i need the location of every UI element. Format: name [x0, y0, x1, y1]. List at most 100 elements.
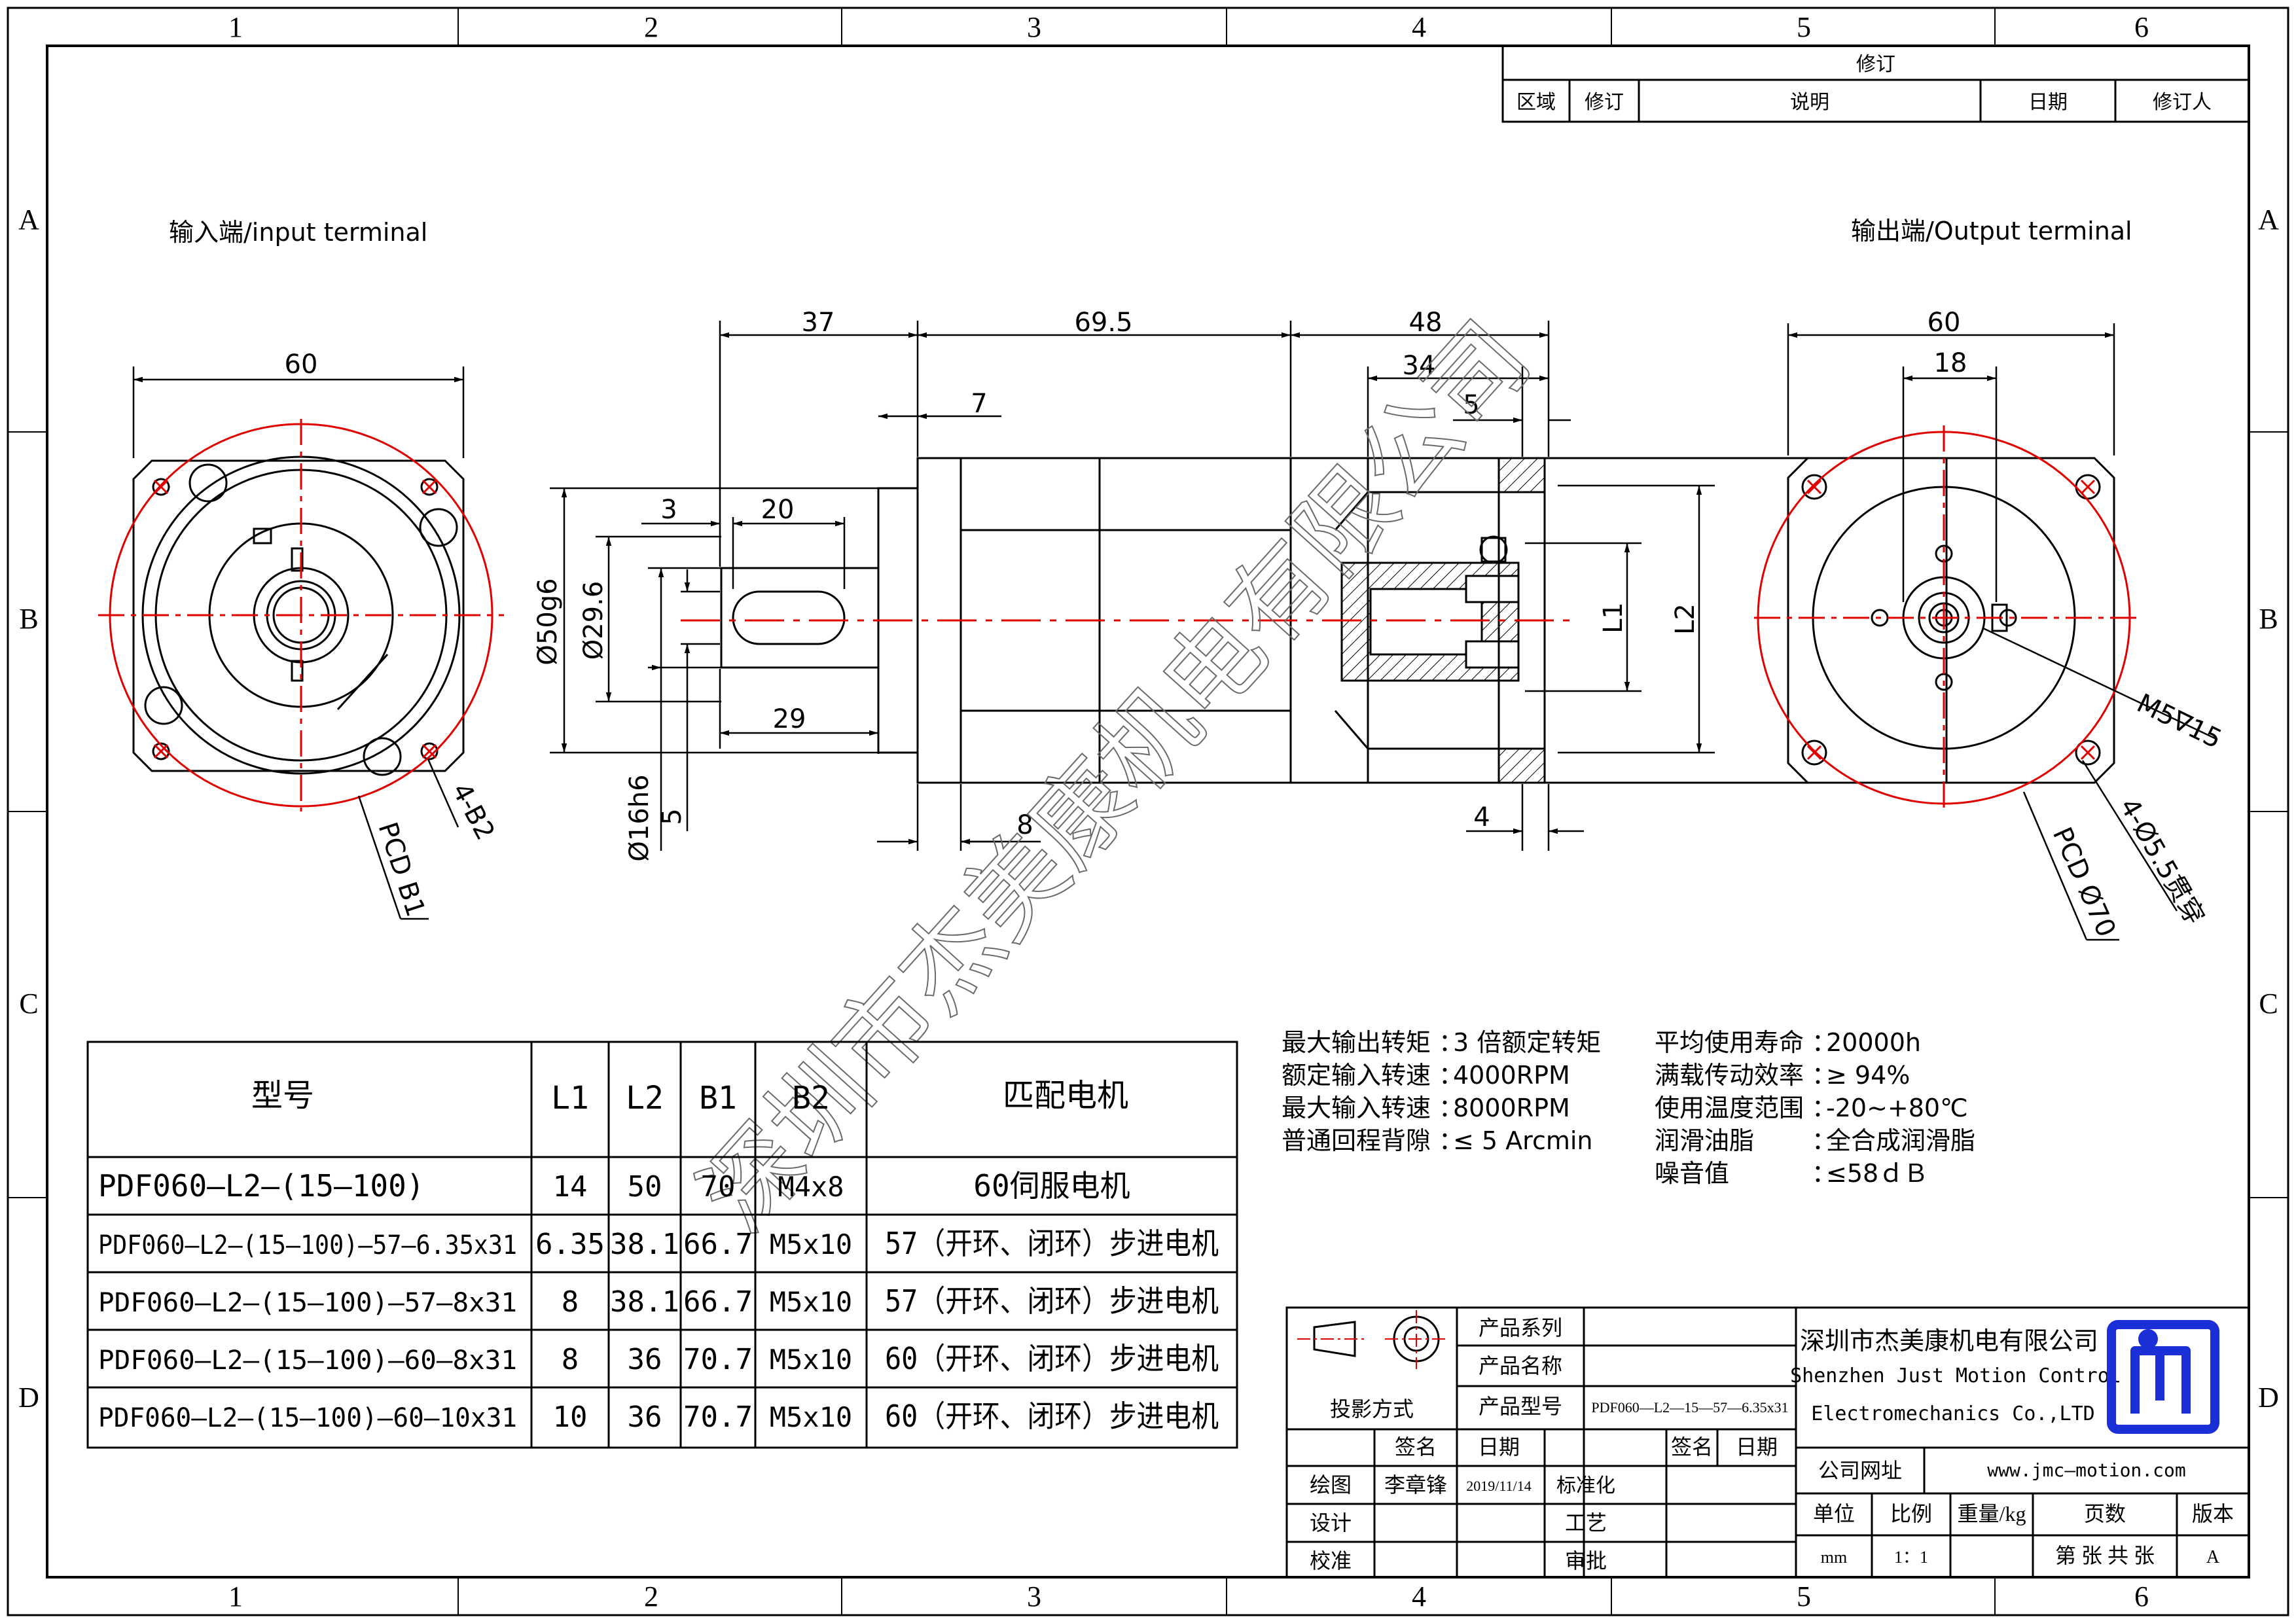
dim-input-pcd: PCD B1 [372, 819, 431, 920]
table-cell: 38.1 [610, 1285, 679, 1319]
spec-value: ≤ 5 Arcmin [1453, 1126, 1593, 1155]
dim-input-width: 60 [285, 349, 318, 380]
table-cell: M5x10 [770, 1344, 852, 1376]
projection-centerlines [1297, 1310, 1448, 1369]
series-label: 产品系列 [1479, 1316, 1562, 1340]
pages-label: 页数 [2084, 1502, 2126, 1525]
table-cell: 60（开环、闭环）步进电机 [885, 1341, 1219, 1376]
table-cell: PDF060—L2—(15—100)—57—6.35x31 [98, 1230, 517, 1260]
dim-input-holes: 4-B2 [446, 778, 501, 845]
sign-header-2: 签名 [1671, 1435, 1713, 1459]
table-cell: 57（开环、闭环）步进电机 [885, 1226, 1219, 1261]
table-cell: 70.7 [683, 1343, 753, 1376]
spec-colon: ： [1439, 1028, 1463, 1057]
table-cell: 66.7 [683, 1285, 753, 1319]
dim-4: 4 [1473, 802, 1490, 832]
col-label: 5 [1797, 1580, 1811, 1613]
table-cell: M5x10 [770, 1228, 852, 1260]
dim-phi50: Ø50g6 [533, 578, 563, 665]
table-cell: PDF060—L2—(15—100)—60—8x31 [98, 1346, 517, 1376]
col-label: 3 [1027, 11, 1041, 43]
website-label: 公司网址 [1818, 1459, 1902, 1482]
table-cell: M5x10 [770, 1401, 852, 1433]
table-cell: 50 [628, 1170, 662, 1204]
dim-29: 29 [773, 704, 806, 734]
spec-colon: ： [1439, 1094, 1463, 1122]
table-cell: 60伺服电机 [973, 1168, 1130, 1204]
dim-34: 34 [1403, 351, 1436, 381]
table-cell: 70 [701, 1170, 736, 1204]
table-cell: 6.35 [535, 1228, 605, 1261]
revision-date: 日期 [2028, 91, 2068, 114]
company-block: 深圳市杰美康机电有限公司 Shenzhen Just Motion Contro… [1790, 1328, 2121, 1425]
spec-value: 4000RPM [1453, 1061, 1570, 1090]
date-header: 日期 [1478, 1435, 1520, 1459]
model-table-headers: 型号 L1 L2 B1 B2 匹配电机 [251, 1077, 1128, 1116]
dim-L2: L2 [1670, 603, 1700, 635]
model-value: PDF060—L2—15—57—6.35x31 [1591, 1399, 1788, 1416]
col-header-L2: L2 [626, 1080, 664, 1116]
draw-label: 绘图 [1310, 1473, 1352, 1497]
dim-20: 20 [761, 495, 795, 525]
spec-list: 最大输出转矩：3 倍额定转矩额定输入转速：4000RPM最大输入转速：8000R… [1282, 1028, 1975, 1188]
spec-colon: ： [1812, 1028, 1837, 1057]
revision-table: 修订 区域 修订 说明 日期 修订人 [1501, 45, 2250, 123]
row-label: A [18, 204, 39, 236]
spec-key: 噪音值 [1655, 1159, 1729, 1188]
spec-key: 润滑油脂 [1655, 1126, 1754, 1155]
table-cell: 10 [553, 1400, 588, 1434]
spec-colon: ： [1812, 1159, 1837, 1188]
revision-reviser: 修订人 [2153, 91, 2212, 114]
dim-8: 8 [1016, 810, 1033, 840]
col-label: 4 [1412, 11, 1426, 43]
spec-colon: ： [1812, 1126, 1837, 1155]
input-dims [132, 366, 465, 920]
side-view [720, 457, 1948, 784]
dim-output-holes: 4-Ø5.5贯穿 [2113, 793, 2210, 930]
spec-value: 3 倍额定转矩 [1453, 1028, 1601, 1057]
dim-7: 7 [971, 389, 987, 419]
border-labels: 1 2 3 4 5 6 1 2 3 4 5 6 A B C D A B C D [18, 11, 2279, 1613]
dim-48: 48 [1409, 308, 1443, 338]
col-header-motor: 匹配电机 [1003, 1077, 1128, 1114]
dim-69-5: 69.5 [1074, 308, 1132, 338]
title-block-text: 投影方式 产品系列 产品名称 产品型号 PDF060—L2—15—57—6.35… [1310, 1316, 2234, 1573]
unit-value: mm [1821, 1548, 1847, 1567]
spec-value: 8000RPM [1453, 1094, 1570, 1122]
side-dims [550, 321, 1715, 851]
col-header-B1: B1 [699, 1080, 737, 1116]
spec-value: ≤58ｄＢ [1826, 1159, 1928, 1188]
model-table-grid [86, 1041, 1238, 1449]
sign-header: 签名 [1395, 1435, 1437, 1459]
dim-3: 3 [660, 495, 677, 525]
spec-key: 最大输出转矩 [1282, 1028, 1431, 1057]
table-cell: 70.7 [683, 1400, 753, 1434]
revision-header: 修订 [1856, 53, 1895, 76]
check-label: 校准 [1310, 1549, 1352, 1573]
standard-label: 标准化 [1556, 1475, 1615, 1497]
col-label: 3 [1027, 1580, 1041, 1613]
border-frame [7, 7, 2289, 1616]
col-header-model: 型号 [251, 1077, 314, 1114]
draw-date: 2019/11/14 [1466, 1478, 1531, 1494]
col-label: 2 [644, 1580, 658, 1613]
col-label: 6 [2134, 1580, 2149, 1613]
row-label: D [18, 1382, 39, 1414]
dim-phi16: Ø16h6 [624, 774, 655, 861]
dim-output-width: 60 [1928, 308, 1961, 338]
version-value: A [2206, 1547, 2220, 1567]
output-centerlines [1754, 425, 2140, 812]
dim-output-18: 18 [1934, 348, 1967, 378]
row-label: B [2259, 603, 2278, 635]
table-cell: M5x10 [770, 1286, 852, 1318]
approve-label: 审批 [1565, 1549, 1607, 1573]
scale-label: 比例 [1890, 1502, 1932, 1525]
col-label: 1 [228, 11, 243, 43]
output-dim-labels: 60 18 [1928, 308, 1967, 378]
table-cell: 36 [628, 1400, 662, 1434]
dim-output-pcd: PCD Ø70 [2047, 823, 2121, 941]
dim-output-m5: M5∇15 [2132, 688, 2227, 755]
output-end-view [1787, 457, 2115, 784]
